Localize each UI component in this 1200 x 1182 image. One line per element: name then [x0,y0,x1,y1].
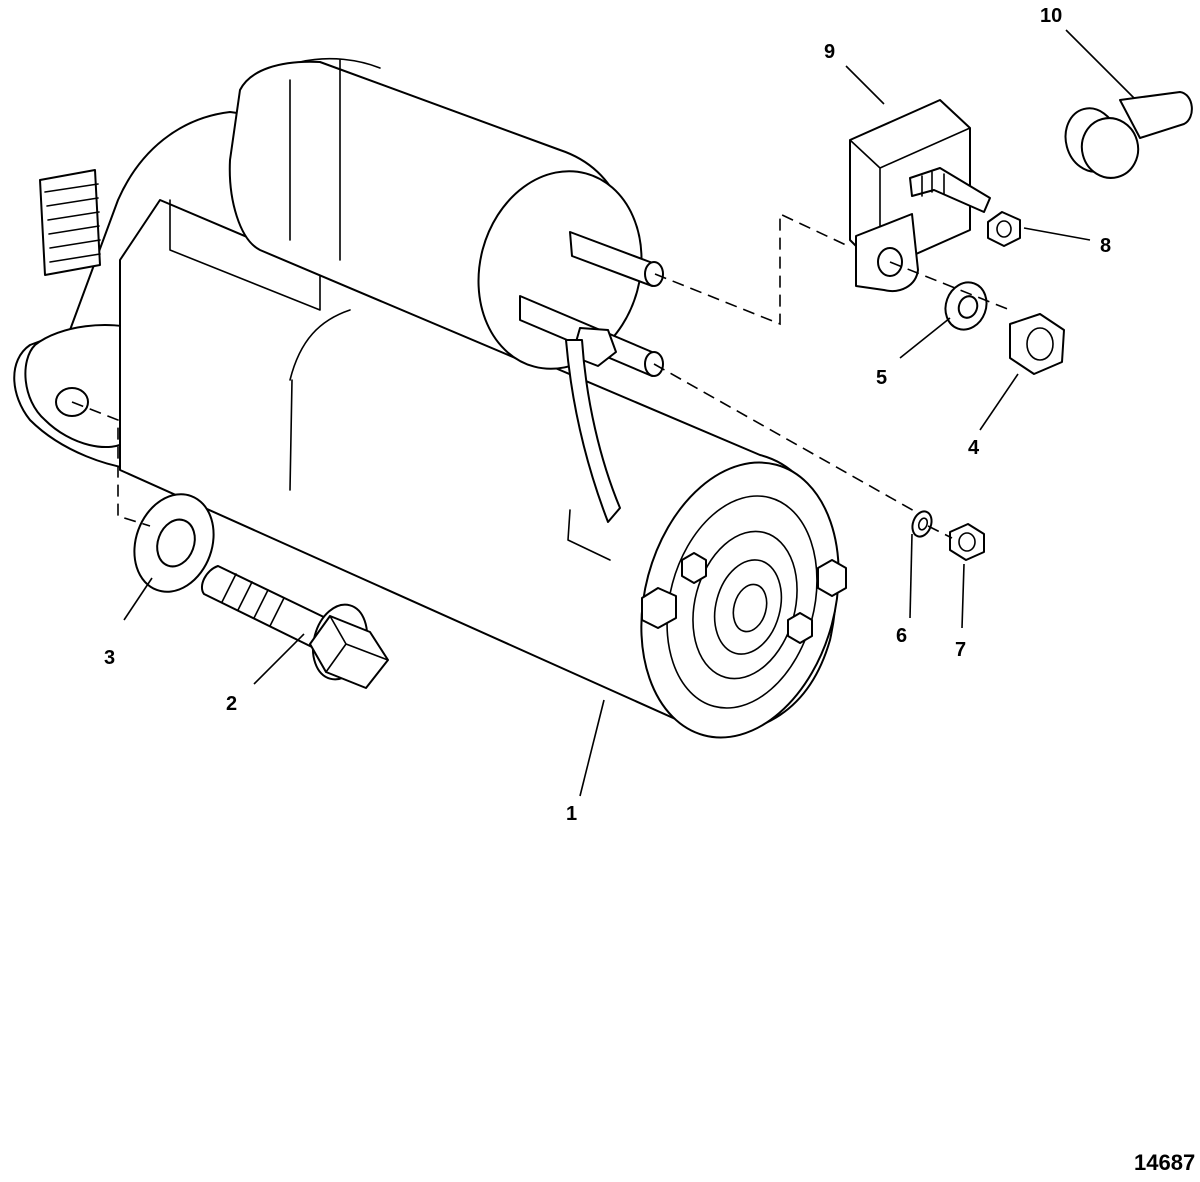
figure-number: 14687 [1134,1150,1195,1175]
terminal-boot [1064,91,1193,179]
callout-7: 7 [955,639,966,661]
starter-motor [13,57,847,739]
small-nut [949,523,985,561]
callout-3: 3 [104,647,115,669]
field-strap [565,339,621,523]
end-frame-bolts [641,552,847,644]
small-lock-washer [911,510,933,538]
large-nut [1009,313,1065,375]
callout-10: 10 [1040,5,1062,27]
assembly-lines [71,212,1011,539]
callout-4: 4 [968,437,980,459]
callout-1: 1 [566,803,577,825]
lock-washer [944,281,988,331]
callout-labels: 1 2 3 4 5 6 7 8 9 10 [104,5,1111,825]
callout-8: 8 [1100,235,1111,257]
pinion-gear [39,169,101,276]
mounting-bolt [200,565,389,689]
callout-5: 5 [876,367,887,389]
terminal-nut [987,211,1021,247]
callout-2: 2 [226,693,237,715]
washer-large [133,493,215,593]
callout-9: 9 [824,41,835,63]
leader-lines [123,29,1135,797]
terminal-block [849,99,991,292]
callout-6: 6 [896,625,907,647]
